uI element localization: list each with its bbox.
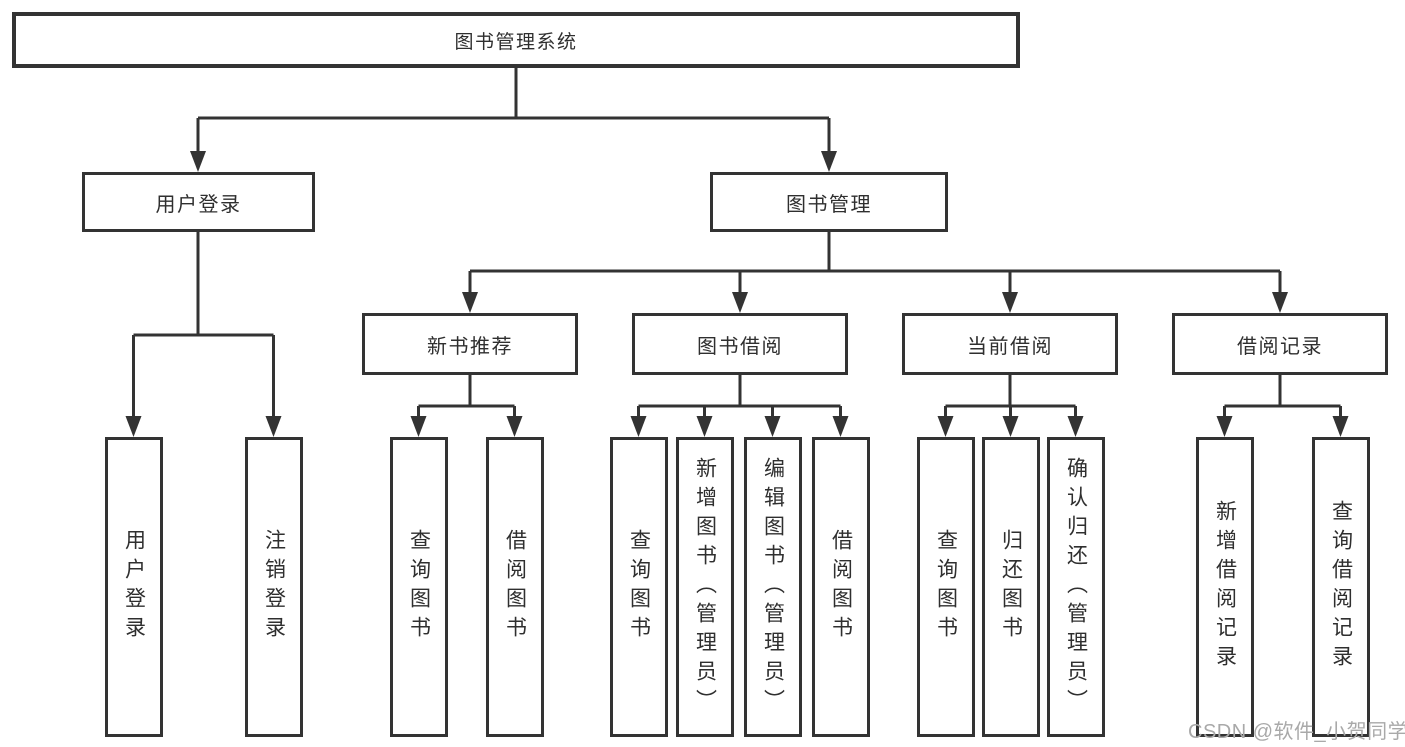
arrow-down-icon (1067, 416, 1084, 437)
arrow-down-icon (506, 416, 523, 437)
leaf-query-books-borrow: 查询图书 (610, 437, 668, 737)
arrow-down-icon (630, 416, 647, 437)
leaf-return-book: 归还图书 (982, 437, 1040, 737)
leaf-query-borrow-record: 查询借阅记录 (1312, 437, 1370, 737)
watermark: CSDN @软件_小贺同学 (1188, 721, 1405, 743)
leaf-user-login: 用户登录 (105, 437, 163, 737)
leaf-query-books-recommend: 查询图书 (390, 437, 448, 737)
arrow-down-icon (937, 416, 954, 437)
node-book-borrowing: 图书借阅 (632, 313, 848, 375)
leaf-add-borrow-record: 新增借阅记录 (1196, 437, 1254, 737)
leaf-borrow-books-recommend: 借阅图书 (486, 437, 544, 737)
arrow-down-icon (1332, 416, 1349, 437)
arrow-down-icon (125, 416, 142, 437)
node-library-management-system: 图书管理系统 (12, 12, 1020, 68)
node-current-borrowing: 当前借阅 (902, 313, 1118, 375)
leaf-edit-book-admin: 编辑图书（管理员） (744, 437, 802, 737)
arrow-down-icon (732, 292, 748, 313)
leaf-borrow-books: 借阅图书 (812, 437, 870, 737)
leaf-confirm-return-admin: 确认归还（管理员） (1047, 437, 1105, 737)
arrow-down-icon (696, 416, 713, 437)
arrow-down-icon (821, 151, 837, 172)
arrow-down-icon (1216, 416, 1233, 437)
arrow-down-icon (832, 416, 849, 437)
node-borrowing-records: 借阅记录 (1172, 313, 1388, 375)
node-book-management: 图书管理 (710, 172, 948, 232)
leaf-logout-login: 注销登录 (245, 437, 303, 737)
arrow-down-icon (764, 416, 781, 437)
arrow-down-icon (410, 416, 427, 437)
arrow-down-icon (462, 292, 478, 313)
arrow-down-icon (1272, 292, 1288, 313)
leaf-add-book-admin: 新增图书（管理员） (676, 437, 734, 737)
leaf-query-books-current: 查询图书 (917, 437, 975, 737)
arrow-down-icon (1002, 292, 1018, 313)
node-user-login: 用户登录 (82, 172, 315, 232)
node-new-book-recommendation: 新书推荐 (362, 313, 578, 375)
arrow-down-icon (190, 151, 206, 172)
arrow-down-icon (265, 416, 282, 437)
arrow-down-icon (1002, 416, 1019, 437)
